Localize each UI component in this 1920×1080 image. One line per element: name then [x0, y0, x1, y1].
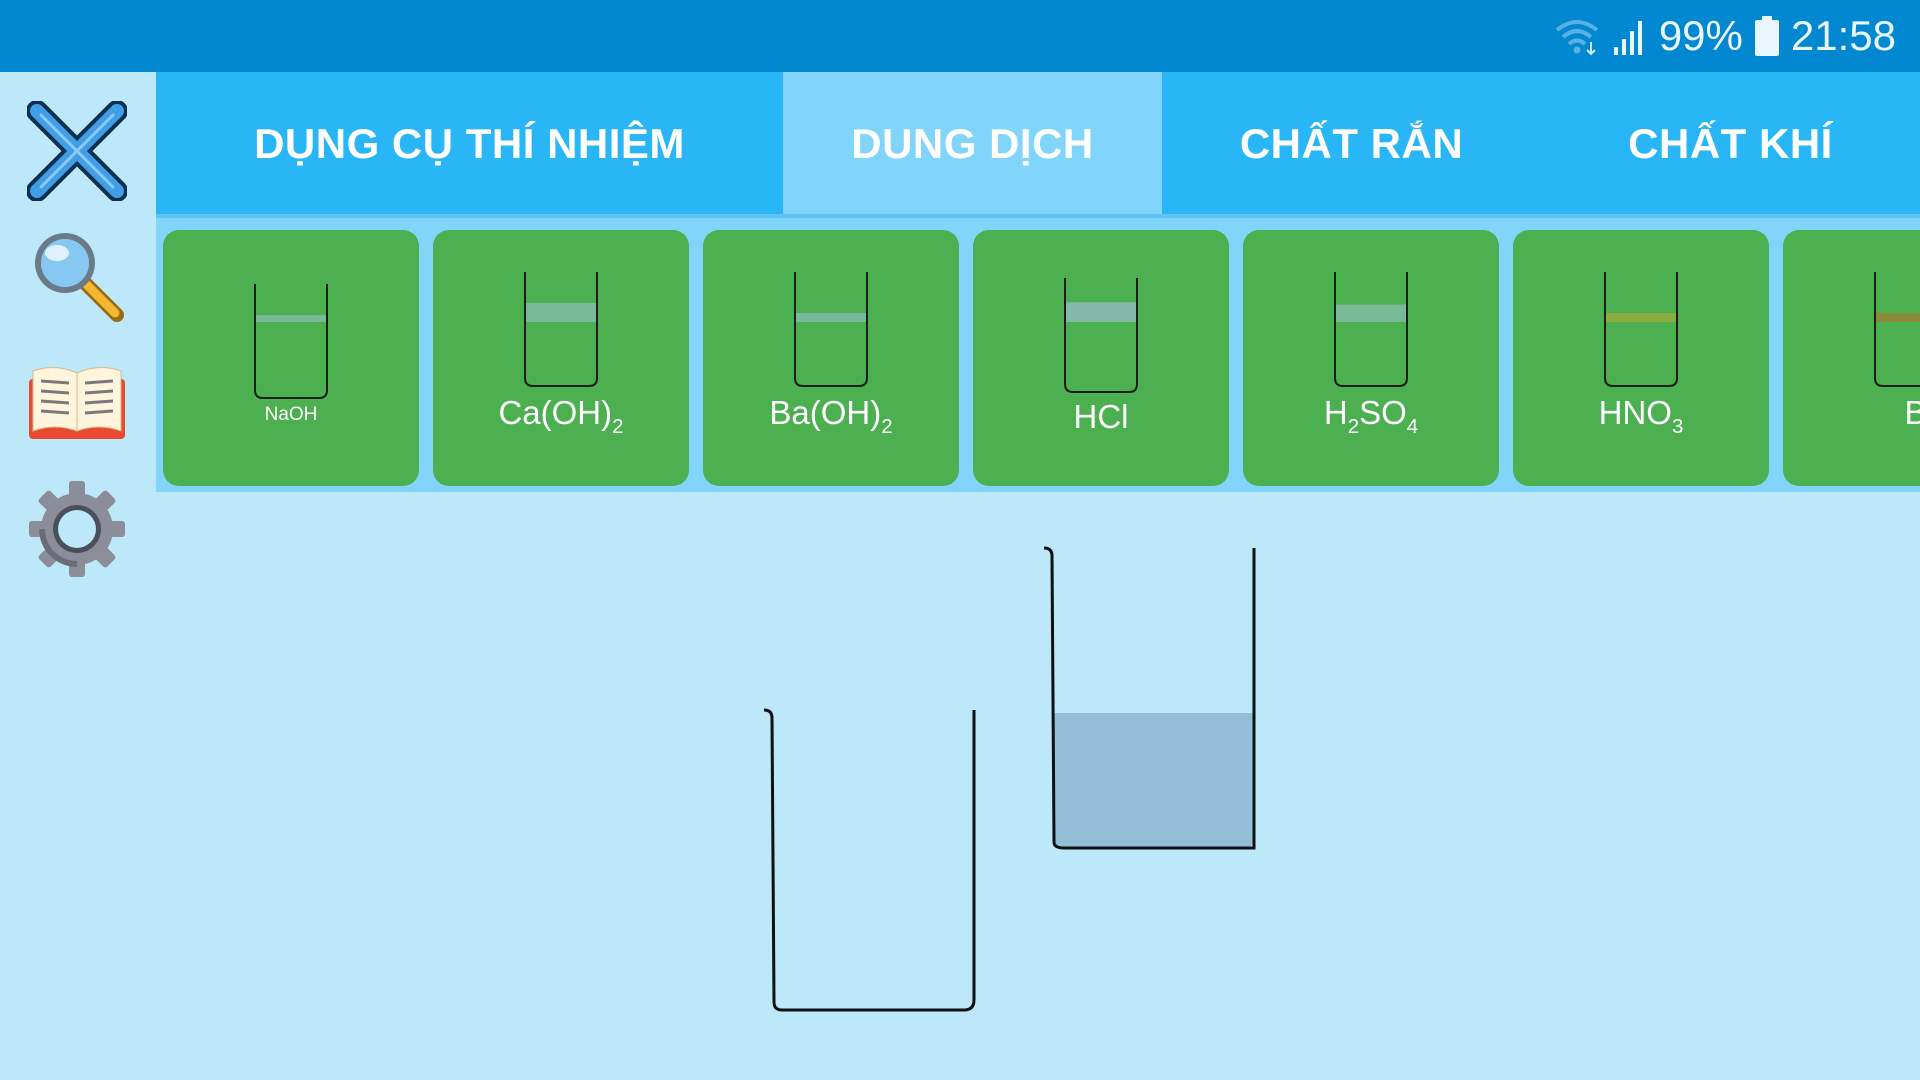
chemical-card-naoh[interactable]: NaOH	[163, 230, 419, 486]
tab-label: CHẤT KHÍ	[1628, 120, 1833, 167]
chemical-card-hno3[interactable]: HNO3	[1513, 230, 1769, 486]
settings-button[interactable]	[24, 476, 130, 582]
beaker-liquid	[1054, 713, 1254, 848]
tab-bar: DỤNG CỤ THÍ NHIỆM DUNG DỊCH CHẤT RẮN CHẤ…	[156, 72, 1920, 216]
chemical-label: Br	[1904, 394, 1920, 431]
close-button[interactable]	[24, 98, 130, 204]
chemical-card-hcl[interactable]: HCl	[973, 230, 1229, 486]
gear-icon	[29, 481, 125, 577]
mini-liquid	[1606, 313, 1676, 322]
search-button[interactable]	[24, 222, 130, 328]
status-bar: 99% 21:58	[0, 0, 1920, 72]
chemical-card-br[interactable]: Br	[1783, 230, 1920, 486]
battery-percent: 99%	[1658, 12, 1743, 59]
chemical-label: HCl	[1073, 398, 1129, 435]
book-button[interactable]	[24, 348, 130, 454]
open-book-icon	[29, 367, 125, 439]
tab-gases[interactable]: CHẤT KHÍ	[1541, 72, 1920, 216]
chemical-label: HNO3	[1598, 394, 1684, 439]
tab-label: DỤNG CỤ THÍ NHIỆM	[254, 120, 685, 167]
mini-liquid	[1876, 313, 1920, 322]
chemical-strip[interactable]: NaOH Ca(OH)2 Ba(OH)2 HCl H2SO4	[156, 218, 1920, 492]
mini-liquid	[526, 303, 596, 322]
filled-beaker[interactable]	[1043, 546, 1256, 850]
mini-beaker	[1334, 272, 1408, 387]
mini-beaker	[524, 272, 598, 387]
clock: 21:58	[1790, 12, 1896, 59]
empty-beaker[interactable]	[763, 708, 976, 1012]
chemical-label: Ba(OH)2	[769, 394, 893, 439]
chemical-card-caoh2[interactable]: Ca(OH)2	[433, 230, 689, 486]
mini-beaker	[1604, 272, 1678, 387]
chemical-card-h2so4[interactable]: H2SO4	[1243, 230, 1499, 486]
mini-beaker	[794, 272, 868, 387]
chemical-label: Ca(OH)2	[498, 394, 624, 439]
status-indicators: 99% 21:58	[1553, 0, 1896, 72]
mini-liquid	[1066, 302, 1136, 322]
tab-solutions[interactable]: DUNG DỊCH	[783, 72, 1162, 216]
mini-liquid	[1336, 304, 1406, 322]
chemical-label: H2SO4	[1323, 394, 1419, 439]
tab-label: DUNG DỊCH	[851, 120, 1094, 167]
wifi-icon	[1553, 16, 1601, 56]
chemical-label: NaOH	[264, 404, 318, 425]
close-x-icon	[27, 101, 127, 201]
sidebar	[0, 72, 156, 1080]
mini-beaker	[254, 284, 328, 399]
mini-liquid	[796, 313, 866, 322]
mini-beaker	[1874, 272, 1920, 387]
mini-beaker	[1064, 278, 1138, 393]
signal-icon	[1613, 17, 1647, 55]
tab-label: CHẤT RẮN	[1239, 120, 1464, 167]
tab-lab-equipment[interactable]: DỤNG CỤ THÍ NHIỆM	[156, 72, 783, 216]
workspace[interactable]	[156, 492, 1920, 1080]
magnifier-icon	[35, 233, 124, 322]
chemical-card-baoh2[interactable]: Ba(OH)2	[703, 230, 959, 486]
tab-solids[interactable]: CHẤT RẮN	[1162, 72, 1541, 216]
tab-divider	[156, 214, 1920, 218]
battery-icon	[1754, 16, 1779, 56]
mini-liquid	[256, 315, 326, 322]
